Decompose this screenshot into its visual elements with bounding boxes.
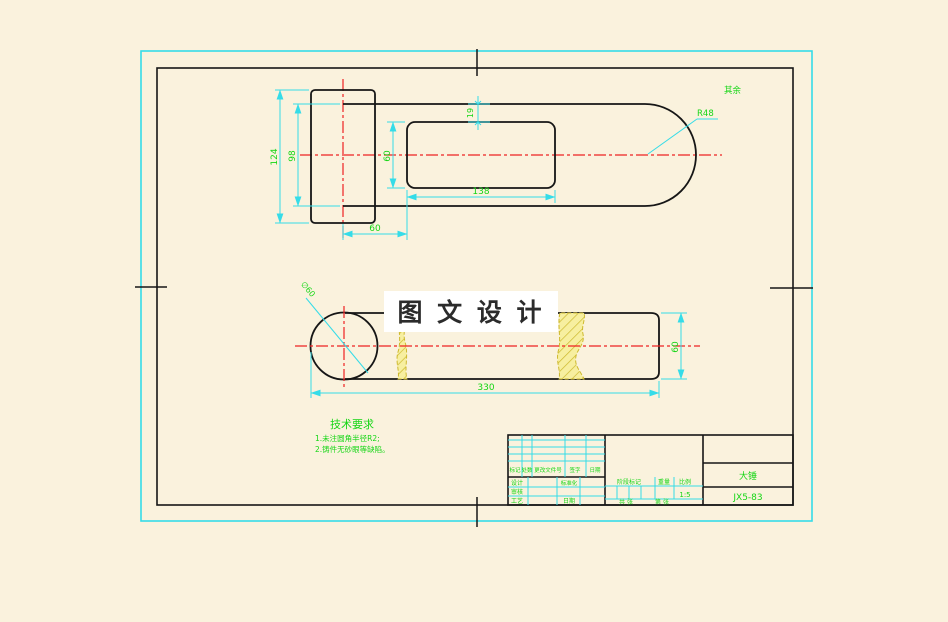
- watermark-box: [384, 291, 558, 332]
- rev-header-date: 日期: [589, 467, 601, 474]
- rev-header-sign: 签字: [569, 466, 581, 474]
- dim-98-label: 98: [288, 150, 298, 162]
- label-design: 设计: [511, 479, 523, 487]
- label-sheets-total: 共 张: [619, 498, 633, 506]
- tech-req-item2: 2.铸件无砂眼等缺陷。: [315, 444, 390, 454]
- dim-330: [310, 352, 660, 398]
- dim-60-offset: [342, 190, 408, 240]
- dim-60-rod-label: 60: [671, 341, 681, 353]
- label-standardization: 标准化: [561, 479, 578, 487]
- stage-grid: [605, 477, 703, 500]
- part-name: 大锤: [739, 470, 757, 482]
- bottom-view: ∅60 330 60: [295, 280, 700, 398]
- tech-req-item1: 1.未注圆角半径R2;: [315, 433, 380, 443]
- signature-grid: [508, 477, 605, 505]
- top-view: 124 98 19 60 138: [270, 79, 742, 240]
- label-date2: 日期: [563, 497, 575, 505]
- revision-table-grid: [508, 435, 605, 477]
- dim-60-offset-label: 60: [369, 224, 381, 234]
- label-scale: 比例: [679, 478, 691, 486]
- title-block: 标记 处数 更改文件号 签字 日期 设计 审核 工艺 标准化 日期 阶段标记 重…: [507, 434, 794, 506]
- tech-req-title: 技术要求: [330, 418, 374, 431]
- dim-330-label: 330: [477, 383, 494, 393]
- dim-60-rod: [661, 312, 687, 380]
- dim-124-label: 124: [270, 148, 280, 165]
- label-check: 审核: [511, 488, 523, 496]
- dim-19: [468, 96, 490, 130]
- rev-header-doc: 更改文件号: [534, 466, 562, 474]
- scale-value: 1:5: [679, 491, 690, 499]
- drawing-number: JX5-83: [732, 493, 762, 503]
- part-body-outline: [343, 103, 697, 207]
- dim-60-slot: [387, 121, 405, 189]
- dim-r48-leader: [647, 118, 718, 155]
- watermark: 图 文 设 计: [384, 291, 558, 332]
- watermark-text: 图 文 设 计: [397, 298, 544, 327]
- dim-dia-leader: [305, 297, 369, 374]
- dim-19-label: 19: [466, 108, 475, 118]
- dim-124: [275, 89, 309, 224]
- tech-requirements: 技术要求 1.未注圆角半径R2; 2.铸件无砂眼等缺陷。: [315, 418, 390, 454]
- rev-header-mark: 标记: [509, 466, 521, 474]
- dim-138-label: 138: [472, 187, 489, 197]
- label-process: 工艺: [511, 497, 523, 505]
- centering-marks: [135, 49, 813, 527]
- dim-60-slot-label: 60: [383, 150, 393, 162]
- label-stage: 阶段标记: [617, 478, 641, 486]
- rev-header-count: 处数: [521, 466, 533, 474]
- label-weight: 重量: [658, 478, 670, 486]
- part-head-outline: [310, 89, 376, 224]
- dim-r48-label: R48: [697, 109, 714, 119]
- surface-note: 其余: [724, 85, 742, 96]
- dim-98: [293, 103, 340, 207]
- label-sheet-no: 第 张: [655, 498, 669, 506]
